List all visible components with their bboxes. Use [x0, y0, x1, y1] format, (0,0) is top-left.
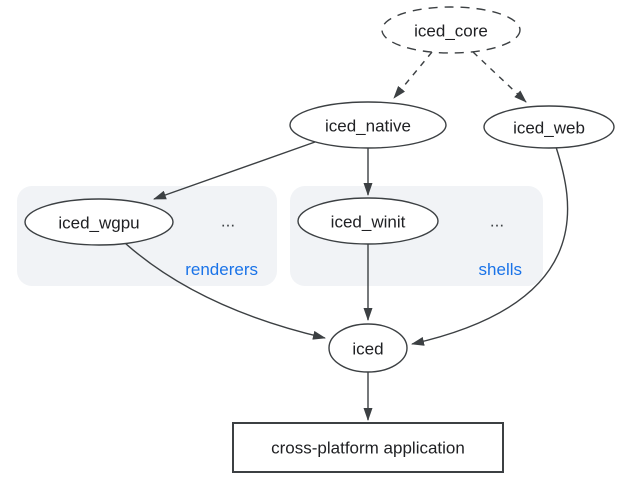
iced-core-label: iced_core — [414, 22, 488, 41]
iced-ellipse — [328, 323, 408, 373]
renderers-label: renderers — [185, 260, 258, 279]
shells-ellipsis: ... — [490, 212, 504, 231]
iced-wgpu-ellipse — [24, 198, 174, 246]
node-application: cross-platform application — [232, 422, 504, 473]
edge-core-to-web — [472, 51, 527, 103]
node-iced-web: iced_web — [483, 105, 615, 149]
node-iced-winit: iced_winit — [297, 197, 439, 245]
shells-label: shells — [479, 260, 522, 279]
node-iced-core: iced_core — [381, 6, 521, 54]
node-iced-wgpu: iced_wgpu — [24, 198, 174, 246]
renderers-ellipsis: ... — [221, 212, 235, 231]
iced-native-label: iced_native — [325, 117, 411, 136]
node-iced-native: iced_native — [289, 101, 447, 149]
iced-winit-ellipse — [297, 197, 439, 245]
iced-native-ellipse — [289, 101, 447, 149]
iced-web-label: iced_web — [513, 119, 585, 138]
edge-core-to-native — [393, 51, 433, 99]
application-label: cross-platform application — [271, 439, 465, 458]
node-iced: iced — [328, 323, 408, 373]
edge-web-to-iced — [411, 146, 569, 346]
iced-web-ellipse — [483, 105, 615, 149]
iced-core-ellipse — [381, 6, 521, 54]
edge-wgpu-to-iced — [124, 242, 326, 340]
edge-native-to-wgpu — [153, 141, 316, 200]
application-rect — [232, 422, 504, 473]
iced-label: iced — [352, 340, 383, 359]
iced-wgpu-label: iced_wgpu — [58, 214, 139, 233]
iced-winit-label: iced_winit — [331, 213, 406, 232]
